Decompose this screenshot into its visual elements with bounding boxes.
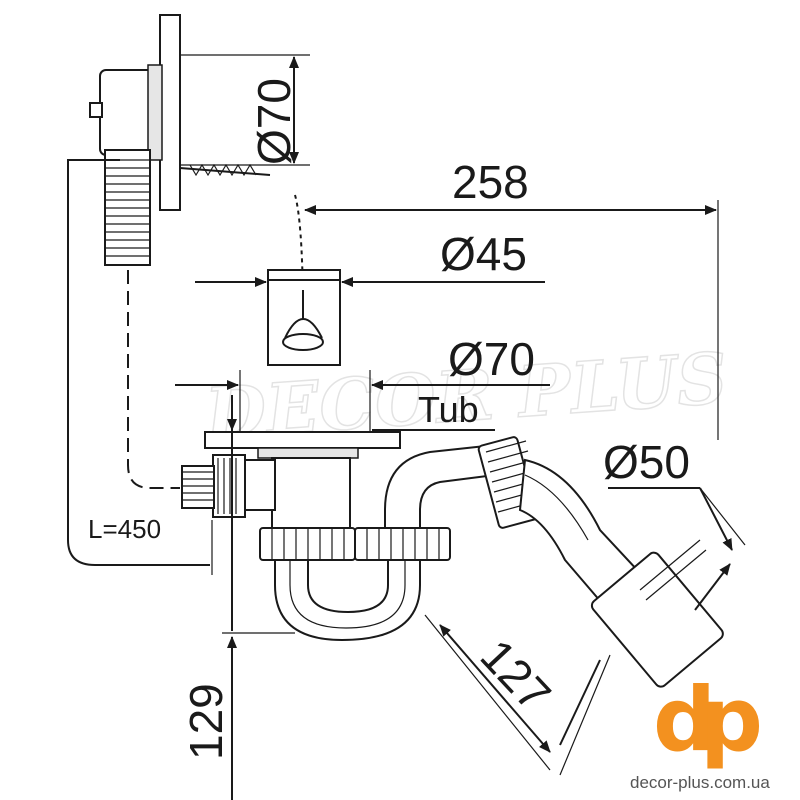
hose-length-label: L=450 [88,514,161,544]
website-url: decor-plus.com.ua [630,773,770,792]
drain-plug-diameter-dimension: Ø45 [195,228,545,287]
length-258-dimension: 258 [304,156,719,440]
height-129-dimension: 129 [180,400,295,800]
logo-letter-d: d [653,668,716,771]
pipe-length-127-label: 127 [471,629,561,721]
outlet-pipe-diameter-label: Ø50 [603,436,690,488]
outlet-pipe-diameter-dimension: Ø50 [603,436,746,611]
outlet-diameter-dimension: Ø70 [175,333,550,435]
overflow-hose [104,149,151,266]
hose-length-group: L=450 [88,514,213,575]
pipe-length-127-dimension: 127 [424,614,611,776]
overflow-assembly [67,14,310,566]
chain-and-plug [267,194,341,366]
tub-label-group: Tub [227,389,495,431]
overflow-diameter-label: Ø70 [248,78,300,165]
outlet-diameter-label: Ø70 [448,333,535,385]
siphon-body [181,431,724,688]
height-129-label: 129 [180,683,232,760]
length-258-label: 258 [452,156,529,208]
logo-letter-p: p [700,668,763,771]
tub-label: Tub [418,389,479,430]
drain-plug-diameter-label: Ø45 [440,228,527,280]
brand-logo: d p [653,668,763,771]
